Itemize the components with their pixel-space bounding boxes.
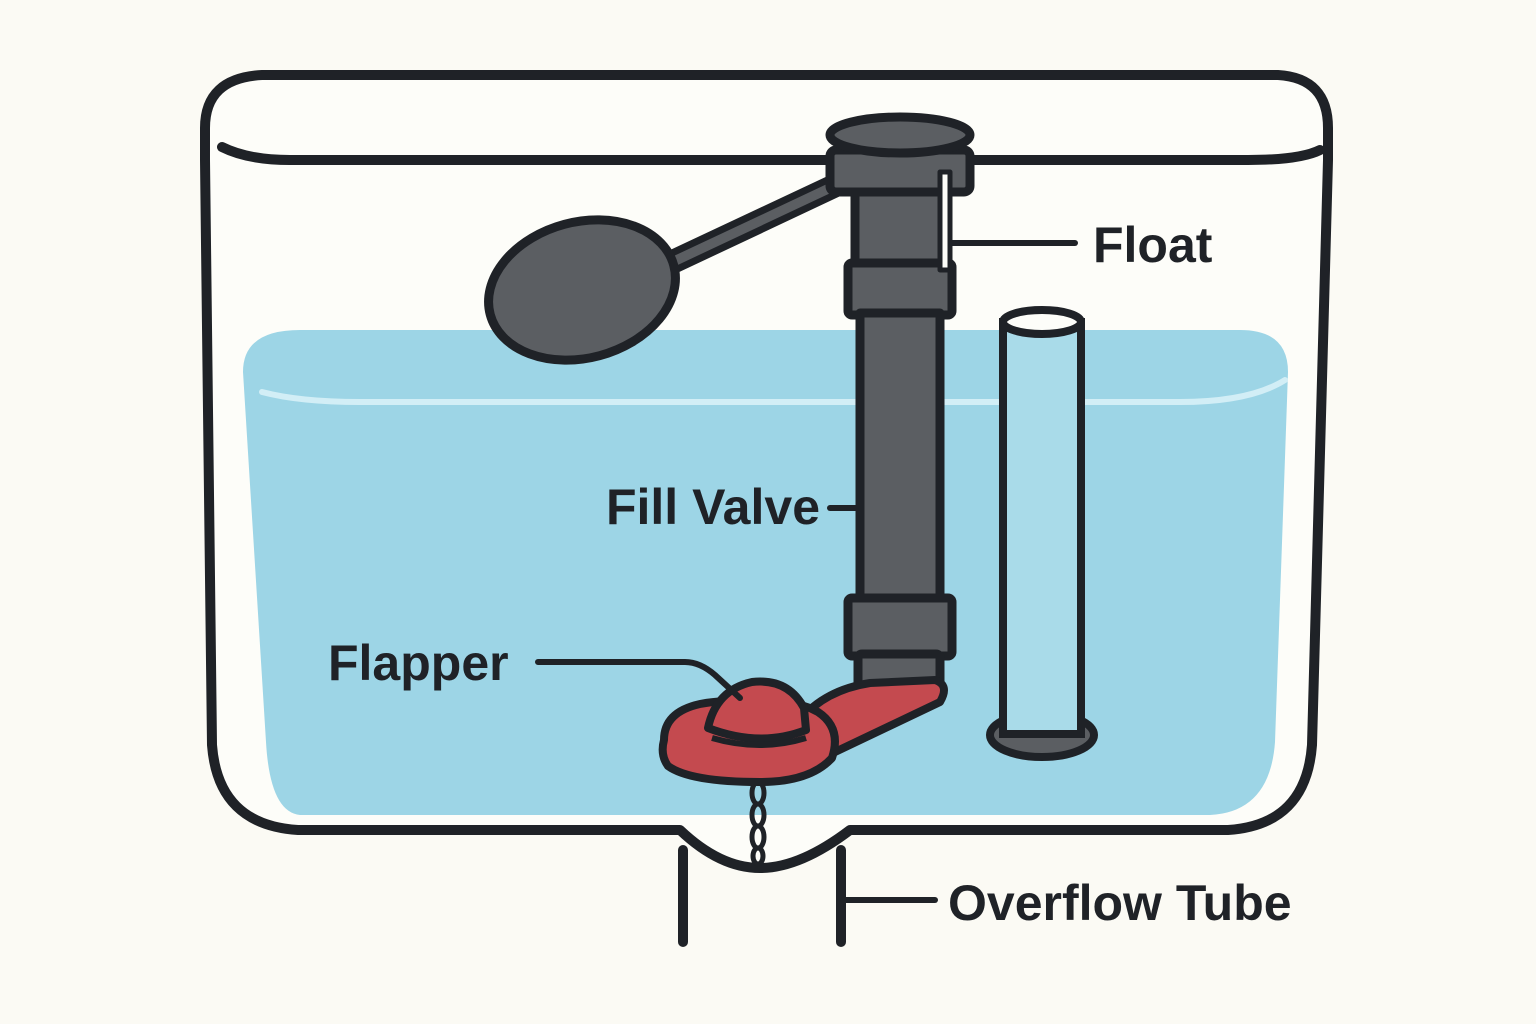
- flapper-ridge: [711, 735, 807, 748]
- float-assembly: [484, 171, 847, 365]
- float-label: Float: [1093, 217, 1213, 273]
- fill-valve-cap-top: [825, 112, 975, 158]
- flapper-chain: [749, 779, 767, 867]
- overflow-tube-label: Overflow Tube: [948, 875, 1292, 931]
- fill-valve: [825, 112, 975, 693]
- flapper: [658, 676, 948, 786]
- water-surface-highlight: [259, 377, 1288, 405]
- overflow-tube-top: [999, 306, 1085, 338]
- leader-lines: [535, 240, 1078, 903]
- flapper-label: Flapper: [328, 635, 509, 691]
- fill-valve-upper-collar: [843, 258, 957, 320]
- overflow-tube: [986, 306, 1098, 761]
- float-ball: [484, 215, 680, 365]
- tank-rim: [217, 142, 1325, 165]
- fill-valve-side-tube: [937, 169, 953, 273]
- fill-valve-lower-collar: [843, 593, 957, 661]
- fill-valve-label: Fill Valve: [606, 479, 820, 535]
- outlet-pipe: [678, 845, 846, 947]
- flapper-dome: [704, 677, 810, 743]
- fill-valve-shaft: [855, 308, 945, 610]
- flapper-leader-line: [535, 659, 743, 701]
- overflow-tube-body: [999, 318, 1085, 738]
